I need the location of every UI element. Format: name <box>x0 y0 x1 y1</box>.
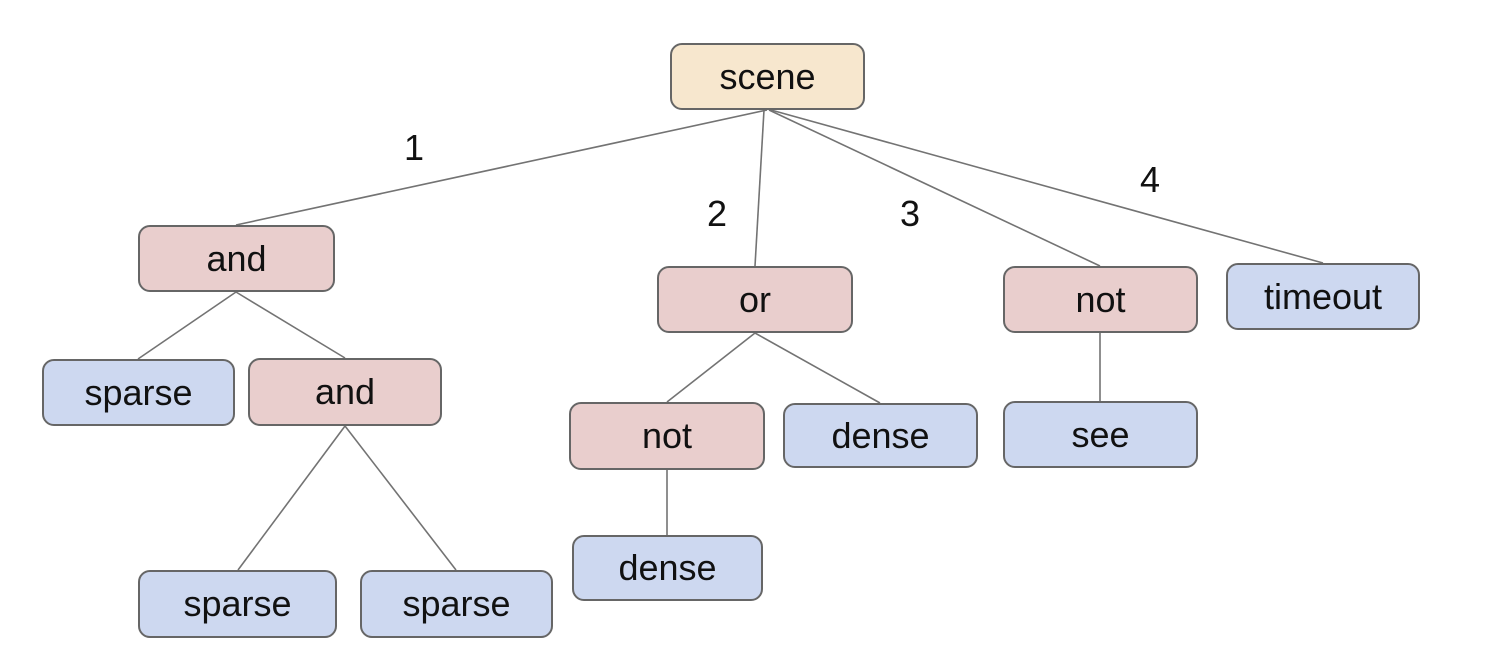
node-not-2: not <box>569 402 765 470</box>
node-sparse-1: sparse <box>42 359 235 426</box>
node-dense-1: dense <box>783 403 978 468</box>
node-dense-2: dense <box>572 535 763 601</box>
edge-label-branch-2: 2 <box>706 193 728 234</box>
edge-and-and <box>235 291 346 359</box>
edge-scene-or <box>754 109 765 267</box>
edge-scene-not <box>768 109 1101 267</box>
edge-label-branch-4: 4 <box>1139 159 1161 200</box>
node-timeout: timeout <box>1226 263 1420 330</box>
edge-scene-timeout <box>770 109 1324 264</box>
edge-label-branch-3: 3 <box>899 193 921 234</box>
node-scene: scene <box>670 43 865 110</box>
edge-and-sparse <box>137 291 237 360</box>
edge-and2-sparse3 <box>344 425 457 571</box>
edge-label-branch-1: 1 <box>403 127 425 168</box>
edge-or-dense <box>754 332 881 404</box>
edge-scene-and <box>235 109 768 226</box>
node-sparse-2: sparse <box>138 570 337 638</box>
node-and-2: and <box>248 358 442 426</box>
node-not: not <box>1003 266 1198 333</box>
node-see: see <box>1003 401 1198 468</box>
edge-and2-sparse2 <box>237 425 346 571</box>
node-or: or <box>657 266 853 333</box>
node-and: and <box>138 225 335 292</box>
node-sparse-3: sparse <box>360 570 553 638</box>
edge-or-not <box>666 332 756 403</box>
